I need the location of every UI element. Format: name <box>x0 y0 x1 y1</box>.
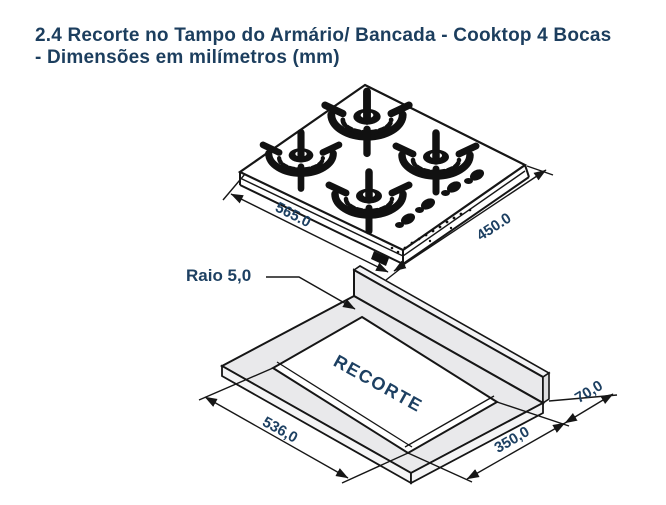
radius-leader-line <box>266 276 356 310</box>
dim-label-corner-radius: Raio 5,0 <box>186 266 252 285</box>
cutout-dimension-lines <box>198 367 618 484</box>
backsplash-end-cap <box>542 371 550 405</box>
cooktop-dimension-lines <box>222 165 554 281</box>
section-title: 2.4 Recorte no Tampo do Armário/ Bancada… <box>35 25 660 69</box>
section-title-line1: 2.4 Recorte no Tampo do Armário/ Bancada… <box>35 25 612 46</box>
backsplash <box>352 265 551 405</box>
section-title-line2: - Dimensões em milímetros (mm) <box>35 47 340 68</box>
